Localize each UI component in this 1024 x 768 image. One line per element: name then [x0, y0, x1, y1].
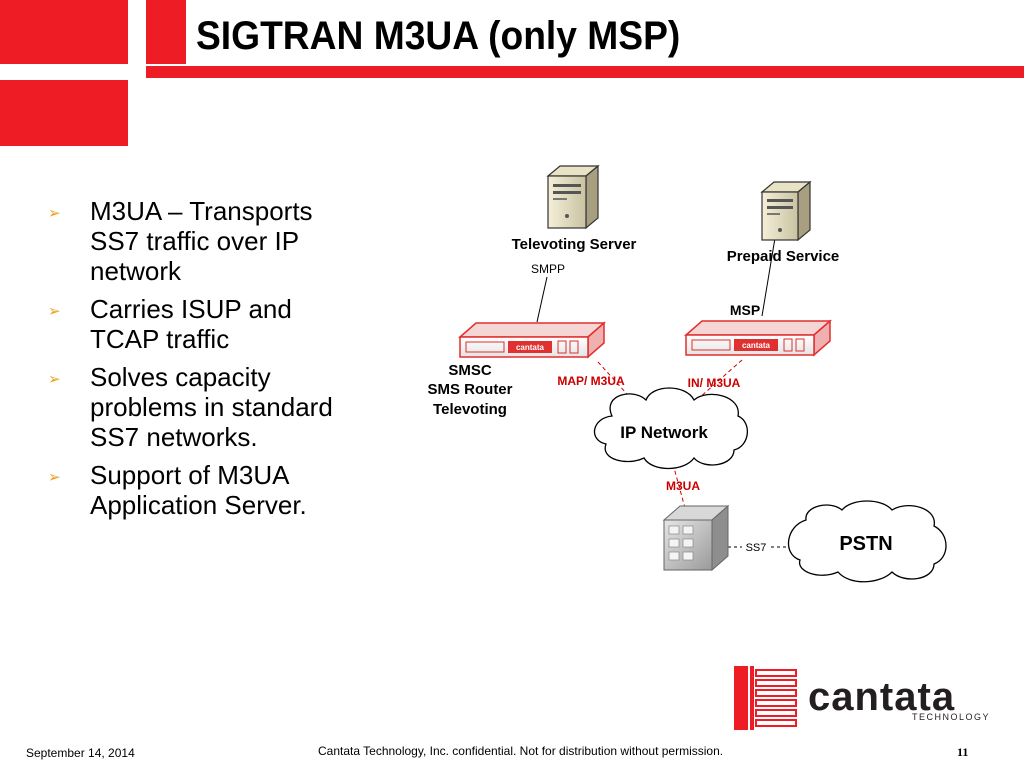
bullet-item: ➢Solves capacity problems in standard SS… [48, 362, 333, 452]
logo-wordmark: cantata [808, 675, 955, 719]
page-number: 11 [957, 745, 969, 759]
sms-router-label: SMS Router [427, 381, 512, 398]
ss7-label: SS7 [746, 542, 767, 554]
device-brand-label: cantata [742, 341, 771, 350]
corner-block [0, 80, 128, 146]
in-m3ua-label: IN/ M3UA [688, 376, 741, 390]
m3ua-label: M3UA [666, 479, 700, 493]
arrow-bullet-icon: ➢ [48, 469, 61, 486]
bullet-item: ➢M3UA – Transports SS7 traffic over IP n… [48, 196, 313, 286]
arrow-bullet-icon: ➢ [48, 303, 61, 320]
smsc-device-icon: cantata [458, 321, 606, 359]
televoting-label: Televoting [433, 401, 507, 418]
smpp-link [536, 276, 548, 323]
ip-network-label: IP Network [620, 423, 708, 442]
arrow-bullet-icon: ➢ [48, 205, 61, 222]
slide-title: SIGTRAN M3UA (only MSP) [196, 14, 681, 58]
pstn-cloud [787, 500, 947, 583]
footer-confidential-notice: Cantata Technology, Inc. confidential. N… [318, 744, 724, 758]
title-underline-bar [146, 66, 1024, 78]
map-m3ua-link [597, 361, 637, 405]
televoting-server-label: Televoting Server [512, 236, 637, 253]
televoting-server-icon [546, 164, 600, 230]
msp-device-icon: cantata [684, 319, 832, 357]
msp-label: MSP [730, 302, 760, 318]
footer-date: September 14, 2014 [26, 746, 135, 760]
prepaid-service-label: Prepaid Service [727, 248, 840, 265]
pstn-label: PSTN [839, 533, 892, 555]
ss7-switch-building-icon [662, 504, 730, 572]
bullet-item: ➢Carries ISUP and TCAP traffic [48, 294, 292, 354]
smpp-label: SMPP [531, 262, 565, 276]
smsc-label: SMSC [448, 362, 492, 379]
ip-network-cloud [594, 387, 748, 470]
company-logo: cantata TECHNOLOGY [734, 666, 990, 730]
device-brand-label: cantata [516, 343, 545, 352]
corner-block [146, 0, 186, 64]
logo-tagline: TECHNOLOGY [912, 712, 990, 722]
bullet-list: ➢M3UA – Transports SS7 traffic over IP n… [48, 196, 348, 528]
m3ua-link [672, 463, 686, 509]
map-m3ua-label: MAP/ M3UA [557, 374, 625, 388]
prepaid-link [761, 231, 777, 317]
corner-block [0, 0, 128, 64]
arrow-bullet-icon: ➢ [48, 371, 61, 388]
prepaid-server-icon [760, 180, 812, 242]
bullet-item: ➢Support of M3UA Application Server. [48, 460, 307, 520]
